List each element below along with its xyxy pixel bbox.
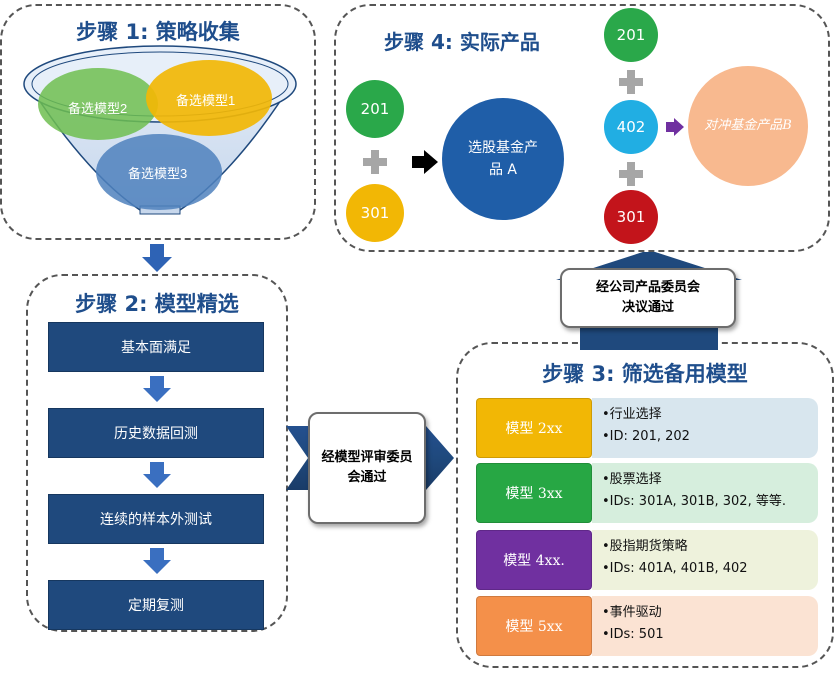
step2-title: 步骤 2: 模型精选	[75, 292, 239, 316]
model-2xx-label: 模型 2xx	[476, 398, 592, 458]
step4-left-circle-301: 301	[346, 184, 404, 242]
model-row-4xx: 模型 4xx. •股指期货策略 •IDs: 401A, 401B, 402	[476, 530, 818, 590]
candidate-model-3	[96, 134, 222, 210]
model-4xx-category: •股指期货策略	[602, 539, 688, 554]
model-3xx-label: 模型 3xx	[476, 463, 592, 523]
model-2xx-ids: •ID: 201, 202	[602, 429, 690, 444]
model-3xx-desc: •股票选择 •IDs: 301A, 301B, 302, 等等.	[592, 463, 818, 523]
product-committee-line1: 经公司产品委员会	[595, 280, 700, 295]
model-row-5xx: 模型 5xx •事件驱动 •IDs: 501	[476, 596, 818, 656]
step2-out-of-sample-box: 连续的样本外测试	[48, 494, 264, 544]
plus-icon	[619, 70, 643, 94]
plus-icon	[619, 162, 643, 186]
candidate-model-1-label: 备选模型1	[176, 93, 236, 108]
down-arrow-icon	[142, 244, 172, 272]
model-row-3xx: 模型 3xx •股票选择 •IDs: 301A, 301B, 302, 等等.	[476, 463, 818, 523]
model-4xx-ids: •IDs: 401A, 401B, 402	[602, 561, 748, 576]
product-committee-line2: 决议通过	[621, 300, 674, 315]
product-a-circle: 选股基金产品 A	[442, 98, 564, 220]
down-arrow-icon	[143, 376, 171, 402]
plus-icon	[363, 150, 387, 174]
down-arrow-icon	[143, 462, 171, 488]
model-5xx-label: 模型 5xx	[476, 596, 592, 656]
down-arrow-icon	[143, 548, 171, 574]
model-row-2xx: 模型 2xx •行业选择 •ID: 201, 202	[476, 398, 818, 458]
step4-right-circle-301: 301	[604, 190, 658, 244]
model-committee-approval-box: 经模型评审委员会通过	[308, 412, 426, 524]
model-5xx-desc: •事件驱动 •IDs: 501	[592, 596, 818, 656]
candidate-model-1	[146, 60, 272, 136]
step2-backtest-box: 历史数据回测	[48, 408, 264, 458]
step4-right-circle-402: 402	[604, 100, 658, 154]
step3-title: 步骤 3: 筛选备用模型	[542, 362, 748, 386]
step2-periodic-retest-box: 定期复测	[48, 580, 264, 630]
model-committee-approval-text: 经模型评审委员会通过	[321, 450, 413, 485]
product-committee-approval-box: 经公司产品委员会 决议通过	[560, 268, 736, 328]
candidate-model-2-label: 备选模型2	[68, 101, 128, 116]
model-3xx-ids: •IDs: 301A, 301B, 302, 等等.	[602, 494, 786, 509]
model-2xx-desc: •行业选择 •ID: 201, 202	[592, 398, 818, 458]
step4-title: 步骤 4: 实际产品	[384, 30, 540, 54]
candidate-model-3-label: 备选模型3	[128, 166, 188, 181]
step1-title: 步骤 1: 策略收集	[76, 20, 240, 44]
arrow-right-icon	[412, 150, 438, 174]
model-2xx-category: •行业选择	[602, 407, 662, 422]
model-4xx-desc: •股指期货策略 •IDs: 401A, 401B, 402	[592, 530, 818, 590]
model-4xx-label: 模型 4xx.	[476, 530, 592, 590]
model-5xx-ids: •IDs: 501	[602, 627, 664, 642]
product-b-label: 对冲基金产品B	[704, 118, 792, 133]
product-b-circle: 对冲基金产品B	[688, 66, 808, 186]
product-a-label: 选股基金产品 A	[468, 140, 538, 178]
step2-fundamentals-box: 基本面满足	[48, 322, 264, 372]
step4-left-circle-201: 201	[346, 80, 404, 138]
arrow-right-icon	[666, 118, 684, 136]
step4-right-circle-201: 201	[604, 8, 658, 62]
model-5xx-category: •事件驱动	[602, 605, 662, 620]
candidate-model-2	[38, 68, 158, 140]
model-3xx-category: •股票选择	[602, 472, 662, 487]
